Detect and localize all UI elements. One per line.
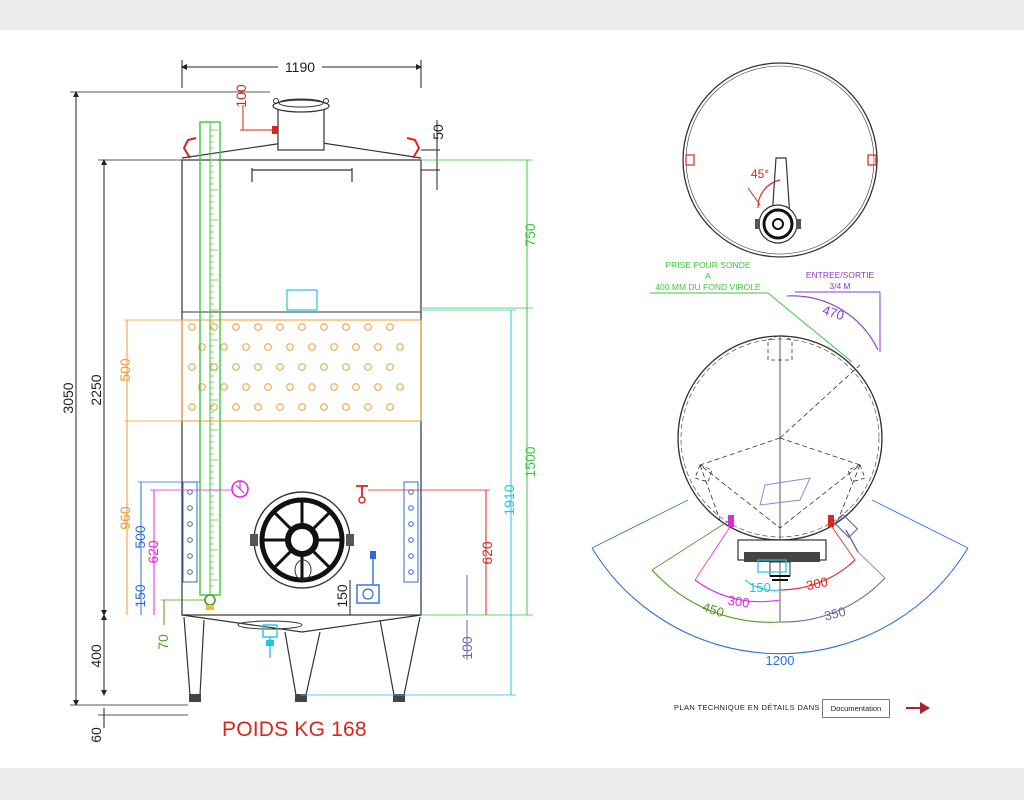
drain-valve-icon bbox=[237, 620, 303, 658]
door-level-label: 150 bbox=[334, 584, 350, 608]
probe-note-line-2: A bbox=[705, 271, 711, 281]
blue-level-label: 500 bbox=[132, 525, 148, 549]
thermometer-icon bbox=[231, 480, 249, 498]
red-right-620-label: 620 bbox=[479, 541, 495, 565]
lower-section-label: 1500 bbox=[522, 446, 538, 477]
dim-150-label: 150 bbox=[749, 580, 771, 595]
total-height-label: 3050 bbox=[60, 382, 76, 413]
belt-height-label: 500 bbox=[117, 358, 133, 382]
angle-label: 45° bbox=[751, 167, 769, 181]
valve-level-label: 150 bbox=[132, 584, 148, 608]
drawing-sheet bbox=[0, 30, 1024, 768]
orange-level-label: 960 bbox=[117, 506, 133, 530]
dim-300-right-label: 300 bbox=[805, 574, 829, 593]
foot-height-label: 60 bbox=[88, 727, 104, 743]
dim-300-left-label: 300 bbox=[727, 593, 751, 611]
top-section-label: 750 bbox=[522, 223, 538, 247]
dim-350-label: 350 bbox=[823, 604, 848, 624]
leg-height-label: 400 bbox=[88, 644, 104, 668]
inlet-dim-label: 470 bbox=[821, 302, 846, 323]
documentation-button[interactable]: Documentation bbox=[822, 699, 890, 718]
dim-450-label: 450 bbox=[701, 599, 726, 620]
drain-height-label: 70 bbox=[155, 634, 171, 650]
overall-level-label: 1910 bbox=[501, 484, 517, 515]
plan-view: PRISE POUR SONDE A 400 MM DU FOND VIROLE… bbox=[591, 260, 969, 668]
tank-legs bbox=[183, 616, 421, 702]
bottom-door bbox=[250, 491, 354, 589]
probe-note-line-1: PRISE POUR SONDE bbox=[665, 260, 750, 270]
top-offset-label: 50 bbox=[430, 124, 446, 140]
sample-valve-icon bbox=[356, 485, 368, 504]
lid-height-label: 100 bbox=[233, 84, 249, 108]
arrow-right-icon[interactable] bbox=[906, 702, 930, 714]
inlet-note-line-2: 3/4 M bbox=[829, 281, 850, 291]
right-drain-label: 100 bbox=[459, 636, 475, 660]
magenta-level-label: 620 bbox=[145, 540, 161, 564]
probe-note-line-3: 400 MM DU FOND VIROLE bbox=[655, 282, 761, 292]
dim-1200-label: 1200 bbox=[766, 653, 795, 668]
top-view: 45° bbox=[682, 62, 878, 258]
top-manway bbox=[272, 98, 330, 151]
width-dim-label: 1190 bbox=[285, 59, 315, 75]
body-height-label: 2250 bbox=[88, 374, 104, 405]
plan-technique-text: PLAN TECHNIQUE EN DÉTAILS DANS bbox=[674, 703, 820, 712]
cooling-dimples bbox=[188, 323, 404, 411]
bottom-valve-icon bbox=[356, 551, 380, 604]
inlet-note-line-1: ENTREE/SORTIE bbox=[806, 270, 875, 280]
weight-label: POIDS KG 168 bbox=[222, 718, 367, 741]
front-view: 1190 3050 2250 400 60 50 100 750 1500 bbox=[60, 59, 538, 743]
